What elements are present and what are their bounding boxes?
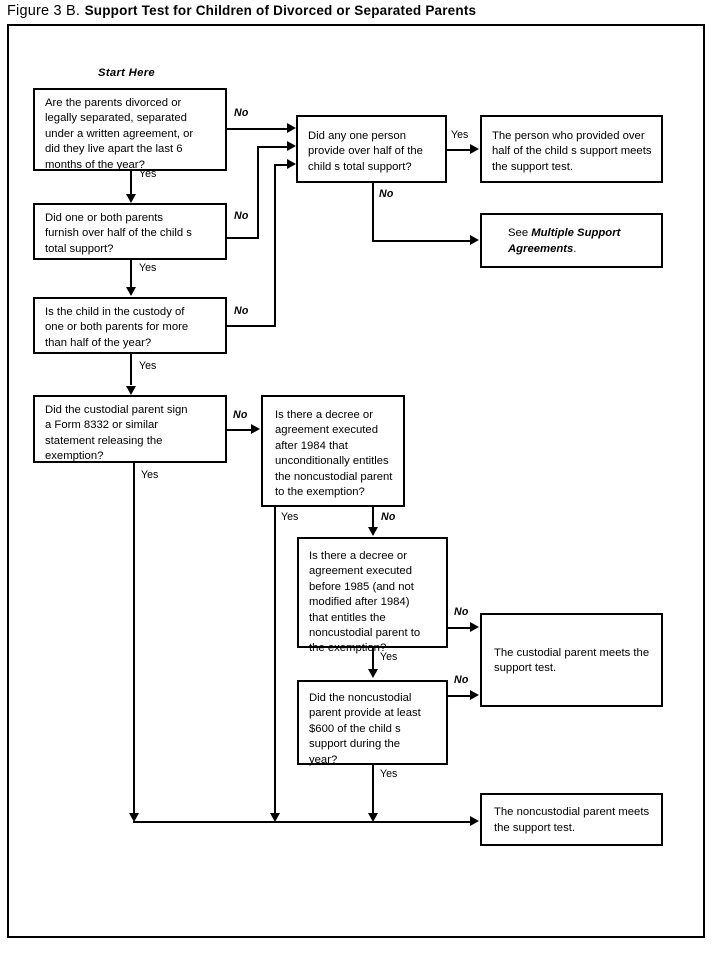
edge-q2-no-arrow [287, 140, 296, 151]
edge-q6-yes-line [274, 507, 276, 814]
decision-box-decree-after-1984[interactable]: Is there a decree or agreement executed … [261, 395, 405, 507]
decision-box-parents-furnish-half[interactable]: Did one or both parents furnish over hal… [33, 203, 227, 260]
see-suffix: . [573, 242, 577, 255]
multiple-support-agreements-reference: Multiple Support Agreements [508, 227, 621, 255]
edge-q7-yes-line [372, 648, 374, 670]
outcome-box-multiple-support-agreements[interactable]: See Multiple Support Agreements. [480, 213, 663, 268]
edge-label-q6-no: No [381, 511, 396, 523]
edge-q8-yes-arrow [367, 813, 378, 822]
edge-q7-no-line [448, 627, 472, 629]
decision-box-parents-furnish-half-text: Did one or both parents furnish over hal… [45, 212, 192, 255]
outcome-box-noncustodial-parent-meets[interactable]: The noncustodial parent meets the suppor… [480, 793, 663, 846]
decision-box-noncustodial-600-text: Did the noncustodial parent provide at l… [309, 692, 421, 766]
edge-q3-no-hline-2 [274, 164, 288, 166]
edge-q7-no-arrow [470, 621, 479, 632]
edge-q3-yes-arrow [125, 386, 136, 395]
edge-label-q2-yes: Yes [139, 262, 157, 274]
edge-q5-yes-line [447, 149, 472, 151]
figure-title-main: Support Test for Children of Divorced or… [84, 3, 477, 18]
edge-q1-yes-line [130, 171, 132, 195]
edge-q4-yes-arrow [128, 813, 139, 822]
edge-label-q3-no: No [234, 305, 249, 317]
outcome-box-noncustodial-parent-meets-text: The noncustodial parent meets the suppor… [494, 806, 650, 834]
edge-q6-no-line [372, 507, 374, 528]
edge-q1-no-arrow [287, 122, 296, 133]
edge-q3-yes-line [130, 354, 132, 385]
edge-q3-no-hline-1 [227, 325, 276, 327]
edge-label-q7-yes: Yes [380, 651, 398, 663]
bottom-bus-arrow [470, 815, 479, 826]
decision-box-decree-before-1985-text: Is there a decree or agreement executed … [309, 550, 421, 655]
edge-q4-no-line [227, 429, 253, 431]
decision-box-child-custody[interactable]: Is the child in the custody of one or bo… [33, 297, 227, 354]
edge-q1-yes-arrow [125, 194, 136, 203]
figure-title-prefix: Figure 3 B. [7, 3, 81, 19]
edge-q1-no-line [227, 128, 288, 130]
edge-q5-no-arrow [470, 234, 479, 245]
figure-title: Figure 3 B. Support Test for Children of… [7, 2, 707, 22]
see-prefix: See [508, 227, 532, 240]
edge-q8-no-line [448, 695, 472, 697]
edge-label-q1-no: No [234, 107, 249, 119]
edge-label-q4-no: No [233, 409, 248, 421]
edge-label-q3-yes: Yes [139, 360, 157, 372]
edge-label-q4-yes: Yes [141, 469, 159, 481]
edge-q2-yes-arrow [125, 287, 136, 296]
outcome-box-person-provided-over-half[interactable]: The person who provided over half of the… [480, 115, 663, 183]
edge-label-q8-no: No [454, 674, 469, 686]
decision-box-form-8332-text: Did the custodial parent sign a Form 833… [45, 404, 188, 463]
edge-q8-no-arrow [470, 689, 479, 700]
edge-q2-no-vline [257, 146, 259, 239]
edge-label-q5-no: No [379, 188, 394, 200]
edge-q4-yes-line [133, 463, 135, 814]
edge-label-q8-yes: Yes [380, 768, 398, 780]
start-here-label: Start Here [98, 67, 155, 79]
decision-box-noncustodial-600[interactable]: Did the noncustodial parent provide at l… [297, 680, 448, 766]
decision-box-decree-after-1984-text: Is there a decree or agreement executed … [275, 409, 393, 499]
outcome-box-custodial-parent-meets[interactable]: The custodial parent meets the support t… [480, 613, 663, 707]
decision-box-any-one-person[interactable]: Did any one person provide over half of … [296, 115, 447, 183]
edge-label-q7-no: No [454, 606, 469, 618]
decision-box-parents-divorced-text: Are the parents divorced or legally sepa… [45, 97, 194, 171]
edge-label-q6-yes: Yes [281, 511, 299, 523]
edge-label-q1-yes: Yes [139, 168, 157, 180]
bottom-bus-line [133, 821, 472, 823]
edge-q6-no-arrow [367, 527, 378, 536]
decision-box-decree-before-1985[interactable]: Is there a decree or agreement executed … [297, 537, 448, 654]
edge-label-q2-no: No [234, 210, 249, 222]
outcome-box-multiple-support-agreements-text: See Multiple Support Agreements. [508, 226, 620, 257]
decision-box-child-custody-text: Is the child in the custody of one or bo… [45, 306, 189, 349]
edge-q4-no-arrow [251, 423, 260, 434]
edge-q2-no-hline-2 [257, 146, 288, 148]
outcome-box-custodial-parent-meets-text: The custodial parent meets the support t… [494, 646, 650, 674]
edge-q3-no-arrow [287, 158, 296, 169]
edge-q2-no-hline-1 [227, 237, 259, 239]
edge-q2-yes-line [130, 260, 132, 287]
outcome-box-person-provided-over-half-text: The person who provided over half of the… [492, 130, 652, 173]
decision-box-any-one-person-text: Did any one person provide over half of … [308, 130, 423, 173]
edge-q7-yes-arrow [367, 669, 378, 678]
edge-q6-yes-arrow [269, 813, 280, 822]
decision-box-form-8332[interactable]: Did the custodial parent sign a Form 833… [33, 395, 227, 463]
edge-q8-yes-line [372, 765, 374, 814]
edge-label-q5-yes: Yes [451, 129, 469, 141]
edge-q5-yes-arrow [470, 143, 479, 154]
edge-q3-no-vline [274, 164, 276, 327]
edge-q5-no-vline [372, 183, 374, 242]
edge-q5-no-hline [372, 240, 472, 242]
decision-box-parents-divorced[interactable]: Are the parents divorced or legally sepa… [33, 88, 227, 171]
